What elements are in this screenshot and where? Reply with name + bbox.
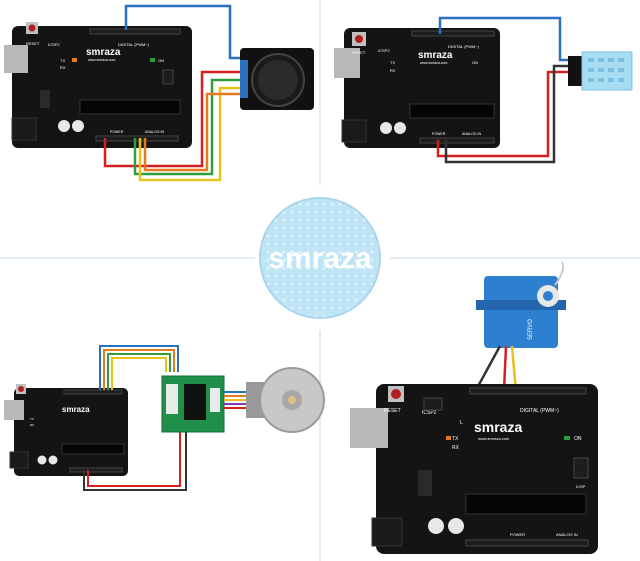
arduino-board-4: RESET ICSP2 DIGITAL (PWM~) L smraza www.…	[350, 384, 598, 554]
board-logo: smraza	[474, 419, 522, 435]
reset-label: RESET	[384, 408, 401, 414]
stepper-wiring: smraza TX RX	[4, 345, 325, 491]
l-label: L	[460, 420, 463, 426]
board-url: www.smraza.com	[88, 58, 116, 62]
board-url: www.smraza.com	[420, 61, 448, 65]
power-label: POWER	[432, 132, 446, 136]
joystick-wires	[103, 4, 244, 182]
analog-label: ANALOG IN	[145, 130, 165, 134]
usb-port	[350, 408, 388, 448]
arduino-board-3: smraza TX RX	[4, 384, 128, 476]
usb-port	[334, 48, 360, 78]
board-url: www.smraza.com	[478, 436, 510, 441]
analog-label: ANALOG IN	[462, 132, 482, 136]
reset-label: RESET	[26, 41, 40, 46]
rx-label: RX	[30, 423, 34, 427]
tx-label: TX	[60, 58, 65, 63]
arduino-board-1: RESET ICSP2 DIGITAL (PWM~) smraza www.sm…	[4, 22, 192, 148]
stepper-wires	[83, 345, 187, 491]
icsp2-label: ICSP2	[422, 410, 437, 416]
rx-label: RX	[390, 68, 396, 73]
rx-label: RX	[60, 65, 66, 70]
board-logo: smraza	[418, 50, 453, 61]
dht-sensor	[568, 51, 633, 91]
motor-wires	[224, 391, 250, 409]
power-label: POWER	[110, 130, 124, 134]
icsp2-label: ICSP2	[48, 42, 60, 47]
servo-wiring: SERVO RESET ICSP2 DIGITAL (PWM~) L smraz…	[350, 261, 598, 554]
analog-label: ANALOG IN	[556, 532, 578, 537]
tx-label: TX	[452, 436, 459, 442]
board-logo: smraza	[62, 405, 90, 414]
center-logo-badge: smraza	[259, 197, 381, 319]
sensor-wires	[436, 16, 572, 164]
digital-label: DIGITAL (PWM~)	[118, 42, 150, 47]
digital-label: DIGITAL (PWM~)	[520, 408, 559, 414]
usb-port	[4, 400, 24, 420]
board-logo: smraza	[86, 47, 121, 58]
tx-label: TX	[30, 417, 34, 421]
icsp-label: ICSP	[576, 484, 586, 489]
tx-label: TX	[390, 60, 395, 65]
power-label: POWER	[510, 532, 525, 537]
joystick-wiring: RESET ICSP2 DIGITAL (PWM~) smraza www.sm…	[4, 4, 314, 182]
usb-port	[4, 45, 28, 73]
sensor-wiring: RESET ICSP2 DIGITAL (PWM~) smraza www.sm…	[334, 16, 633, 164]
on-label: ON	[574, 436, 582, 442]
on-label: ON	[158, 58, 164, 63]
on-label: ON	[472, 60, 478, 65]
stepper-driver-board	[161, 375, 225, 433]
digital-label: DIGITAL (PWM~)	[448, 44, 480, 49]
servo-motor: SERVO	[476, 261, 566, 348]
icsp2-label: ICSP2	[378, 48, 390, 53]
servo-label: SERVO	[528, 319, 534, 340]
stepper-motor	[246, 367, 325, 433]
joystick-module	[240, 48, 314, 110]
rx-label: RX	[452, 445, 460, 451]
arduino-board-2: RESET ICSP2 DIGITAL (PWM~) smraza www.sm…	[334, 28, 500, 148]
reset-label: RESET	[352, 50, 366, 55]
center-logo-text: smraza	[268, 242, 372, 275]
